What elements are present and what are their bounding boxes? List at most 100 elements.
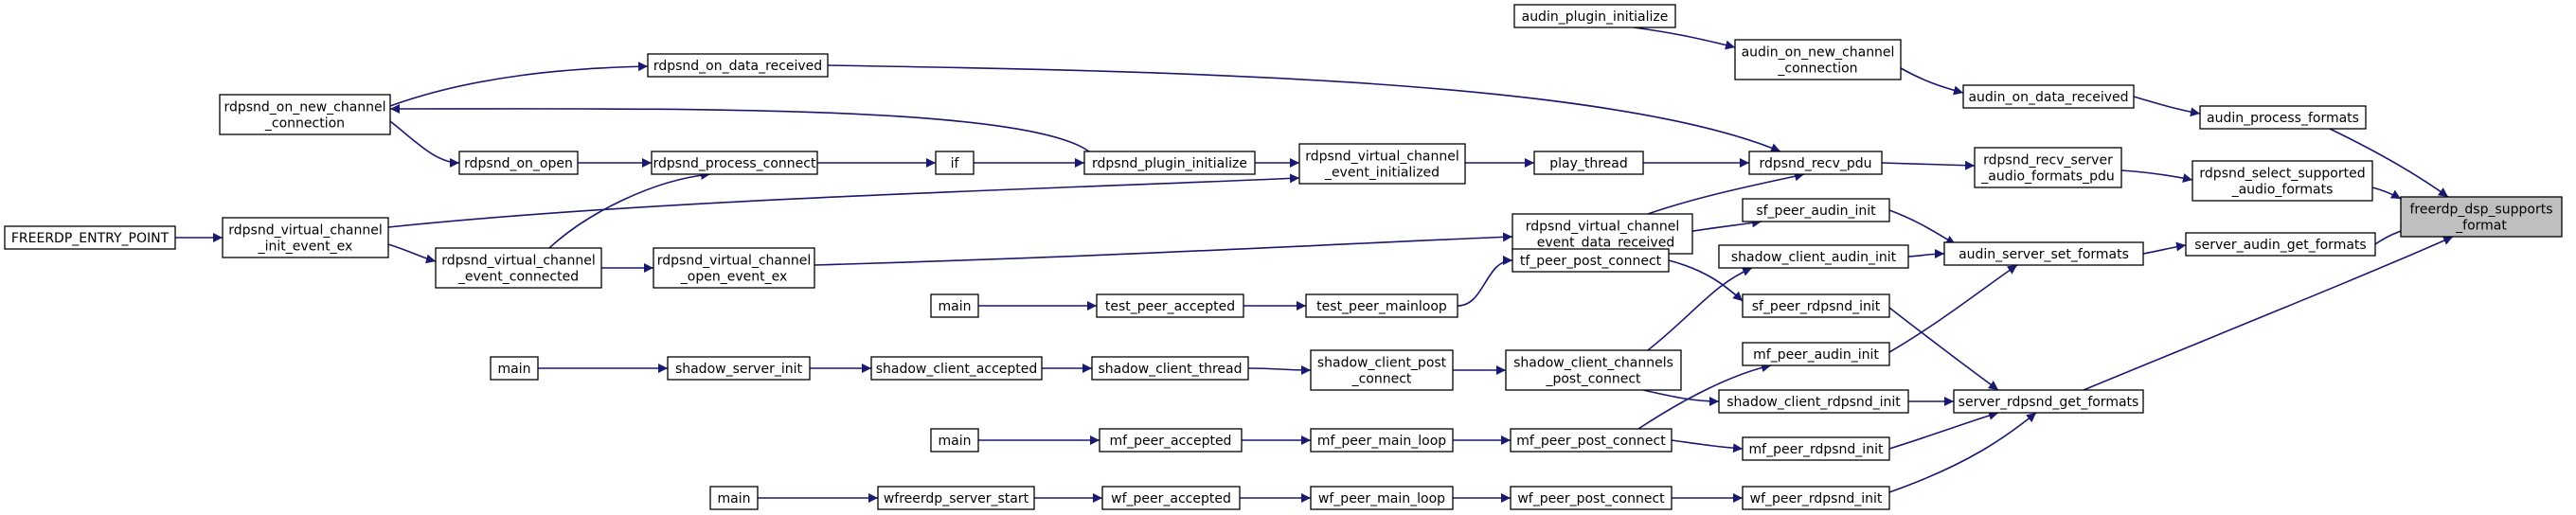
node-wf-peer-accepted[interactable]: wf_peer_accepted: [1101, 486, 1241, 510]
node-mf-peer-rdpsnd-init[interactable]: mf_peer_rdpsnd_init: [1742, 436, 1890, 461]
node-test-peer-mainloop[interactable]: test_peer_mainloop: [1305, 293, 1458, 318]
node-main-wf[interactable]: main: [709, 486, 759, 510]
node-box: [1742, 198, 1890, 222]
edge-arrow: [548, 170, 711, 249]
edge-sf_peer_audin_init-to-audin_server_set_formats: [1888, 209, 1957, 245]
node-rdpsnd-plugin-initialize[interactable]: rdpsnd_plugin_initialize: [1083, 151, 1256, 175]
node-tf-peer-post-connect[interactable]: tf_peer_post_connect: [1512, 248, 1670, 273]
node-wf-peer-rdpsnd-init[interactable]: wf_peer_rdpsnd_init: [1742, 486, 1890, 510]
node-shadow-client-accepted[interactable]: shadow_client_accepted: [870, 356, 1043, 381]
node-rdpsnd-vc-init-event-ex[interactable]: rdpsnd_virtual_channel_init_event_ex: [222, 217, 389, 258]
node-shadow-client-rdpsnd-init[interactable]: shadow_client_rdpsnd_init: [1718, 389, 1909, 414]
edge-rdpsnd_on_data_received-to-rdpsnd_recv_pdu: [827, 64, 1781, 152]
node-label: main: [718, 491, 751, 506]
edge-arrow: [814, 232, 1513, 266]
node-box: [651, 151, 818, 175]
node-box: [653, 247, 815, 289]
node-label: wf_peer_post_connect: [1517, 491, 1665, 506]
edge-arrow: [1647, 267, 1753, 351]
node-rdpsnd-on-open[interactable]: rdpsnd_on_open: [458, 151, 579, 175]
node-box: [435, 247, 602, 289]
edge-arrow: [1647, 171, 1805, 215]
node-label: _audio_formats_pdu: [1980, 169, 2114, 185]
node-main-test[interactable]: main: [930, 293, 979, 318]
edge-tf_peer_post_connect-to-sf_peer_rdpsnd_init: [1668, 259, 1744, 302]
node-main-shadow[interactable]: main: [490, 356, 539, 381]
node-label: shadow_client_thread: [1099, 362, 1243, 377]
node-shadow-server-init[interactable]: shadow_server_init: [667, 356, 811, 381]
node-wfreerdp-server-start[interactable]: wfreerdp_server_start: [877, 486, 1035, 510]
node-audin-on-new-channel[interactable]: audin_on_new_channel_connection: [1734, 39, 1902, 80]
node-mf-peer-accepted[interactable]: mf_peer_accepted: [1099, 428, 1243, 453]
node-rdpsnd-vc-open-event-ex[interactable]: rdpsnd_virtual_channel_open_event_ex: [653, 247, 815, 289]
node-box: [219, 94, 391, 135]
node-box: [870, 356, 1043, 381]
node-label: _event_initialized: [1324, 166, 1440, 181]
node-shadow-client-thread[interactable]: shadow_client_thread: [1091, 356, 1249, 381]
edge-arrow: [2142, 241, 2187, 255]
node-box: [1513, 4, 1676, 28]
edge-sf_peer_rdpsnd_init-to-server_rdpsnd_get_formats: [1888, 307, 1999, 391]
node-box: [1083, 151, 1256, 175]
node-rdpsnd-vc-event-data-received[interactable]: rdpsnd_virtual_channel_event_data_receiv…: [1512, 213, 1693, 255]
node-box: [2199, 105, 2367, 130]
edge-server_rdpsnd_get_formats-to-focus: [2083, 236, 2454, 391]
node-shadow-client-channels-post-connect[interactable]: shadow_client_channels_post_connect: [1505, 349, 1682, 391]
node-test-peer-accepted[interactable]: test_peer_accepted: [1096, 293, 1244, 318]
node-rdpsnd-select-supported[interactable]: rdpsnd_select_supported_audio_formats: [2191, 160, 2373, 202]
node-label: play_thread: [1549, 156, 1628, 171]
node-mf-peer-audin-init[interactable]: mf_peer_audin_init: [1742, 342, 1890, 366]
node-audin-on-data-received[interactable]: audin_on_data_received: [1962, 84, 2135, 109]
node-box: [1510, 486, 1673, 510]
node-label: audin_on_data_received: [1968, 90, 2128, 105]
node-if[interactable]: if: [935, 151, 975, 175]
node-box: [1310, 486, 1454, 510]
node-box: [647, 53, 829, 78]
node-rdpsnd-recv-pdu[interactable]: rdpsnd_recv_pdu: [1748, 151, 1883, 175]
edge-arrow: [1888, 209, 1957, 245]
node-mf-peer-main-loop[interactable]: mf_peer_main_loop: [1310, 428, 1454, 453]
node-label: main: [498, 362, 531, 377]
edge-rdpsnd_on_new_channel-to-rdpsnd_on_open: [389, 120, 460, 168]
node-rdpsnd-on-data-received[interactable]: rdpsnd_on_data_received: [647, 53, 829, 78]
node-box: [1512, 213, 1693, 255]
node-audin-server-set-formats[interactable]: audin_server_set_formats: [1943, 241, 2144, 266]
node-box: [490, 356, 539, 381]
node-box: [1742, 293, 1890, 318]
node-label: rdpsnd_recv_server: [1983, 153, 2113, 169]
node-shadow-client-audin-init[interactable]: shadow_client_audin_init: [1718, 244, 1909, 269]
edge-shadow_client_channels_post_connect-to-shadow_client_rdpsnd_init: [1642, 389, 1720, 406]
edge-arrow: [389, 62, 649, 107]
node-play-thread[interactable]: play_thread: [1533, 151, 1644, 175]
node-label: mf_peer_accepted: [1110, 434, 1232, 449]
node-rdpsnd-process-connect[interactable]: rdpsnd_process_connect: [651, 151, 818, 175]
edge-rdpsnd_select_supported-to-focus: [2371, 186, 2402, 200]
node-audin-process-formats[interactable]: audin_process_formats: [2199, 105, 2367, 130]
node-sf-peer-audin-init[interactable]: sf_peer_audin_init: [1742, 198, 1890, 222]
node-audin-plugin-initialize[interactable]: audin_plugin_initialize: [1513, 4, 1676, 28]
node-mf-peer-post-connect[interactable]: mf_peer_post_connect: [1510, 428, 1673, 453]
node-rdpsnd-vc-event-connected[interactable]: rdpsnd_virtual_channel_event_connected: [435, 247, 602, 289]
edge-audin_plugin_initialize-to-audin_on_new_channel: [1633, 27, 1736, 50]
node-shadow-client-post-connect[interactable]: shadow_client_post_connect: [1310, 349, 1454, 391]
node-label: tf_peer_post_connect: [1520, 254, 1662, 269]
node-sf-peer-rdpsnd-init[interactable]: sf_peer_rdpsnd_init: [1742, 293, 1890, 318]
node-server-audin-get-formats[interactable]: server_audin_get_formats: [2185, 232, 2376, 257]
node-wf-peer-post-connect[interactable]: wf_peer_post_connect: [1510, 486, 1673, 510]
node-box: [1962, 84, 2135, 109]
node-main-mf[interactable]: main: [930, 428, 979, 453]
node-focus[interactable]: freerdp_dsp_supports_format: [2400, 196, 2563, 238]
node-label: audin_plugin_initialize: [1522, 9, 1669, 25]
node-label: server_rdpsnd_get_formats: [1959, 395, 2139, 410]
node-freerdp-entry-point[interactable]: FREERDP_ENTRY_POINT: [4, 225, 176, 250]
node-server-rdpsnd-get-formats[interactable]: server_rdpsnd_get_formats: [1953, 389, 2144, 414]
edge-arrow: [1457, 256, 1513, 307]
node-rdpsnd-vc-event-initialized[interactable]: rdpsnd_virtual_channel_event_initialized: [1298, 143, 1466, 185]
node-box: [667, 356, 811, 381]
edge-arrow: [827, 64, 1781, 152]
edge-shadow_client_thread-to-shadow_client_post_connect: [1247, 364, 1312, 375]
node-rdpsnd-on-new-channel[interactable]: rdpsnd_on_new_channel_connection: [219, 94, 391, 135]
node-wf-peer-main-loop[interactable]: wf_peer_main_loop: [1310, 486, 1454, 510]
node-box: [1734, 39, 1902, 80]
node-rdpsnd-recv-server-formats[interactable]: rdpsnd_recv_server_audio_formats_pdu: [1974, 147, 2122, 188]
